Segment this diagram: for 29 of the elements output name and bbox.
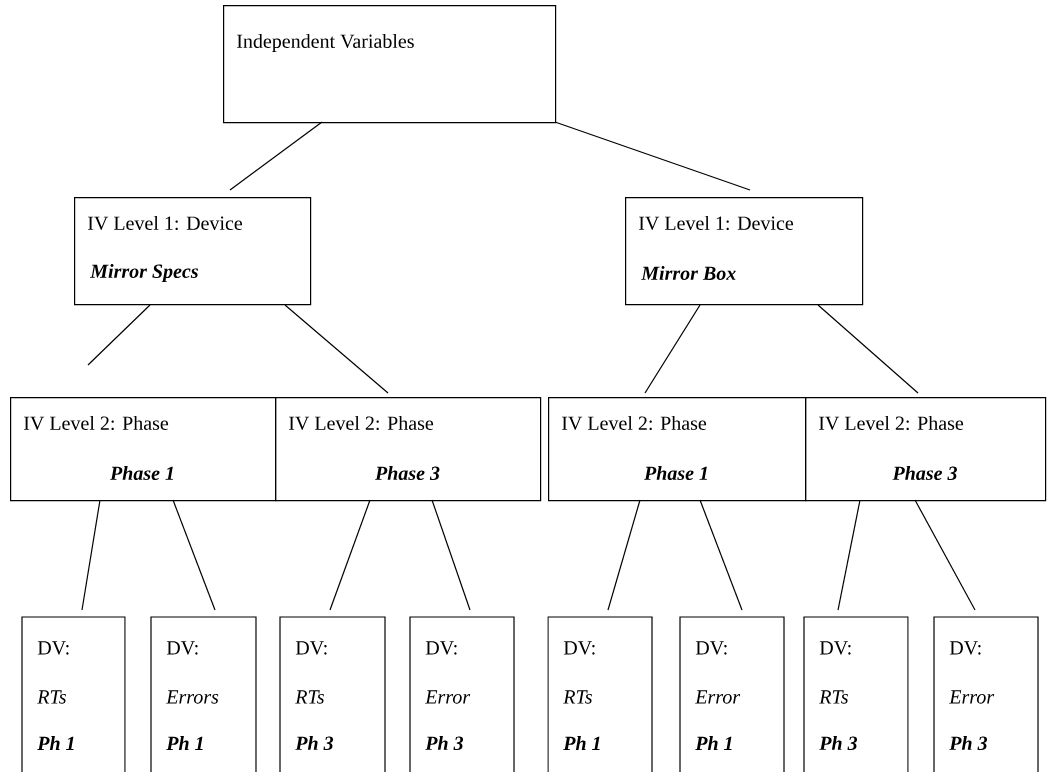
tree-box: IV Level 2: Phase Phase 1 xyxy=(10,397,277,502)
connector-line xyxy=(229,121,323,191)
connector-line xyxy=(554,121,751,191)
connector-line xyxy=(431,499,471,611)
tree-box: IV Level 1: Device Mirror Box xyxy=(625,197,864,306)
tree-box: Independent Variables xyxy=(223,5,557,124)
leaf-box: DV: RTs Ph 1 xyxy=(547,616,653,772)
leaf-box: DV: Error Ph 1 xyxy=(679,616,785,772)
tree-box: IV Level 2: Phase Phase 3 xyxy=(275,397,542,502)
tree-box: IV Level 1: Device Mirror Specs xyxy=(74,197,312,306)
connector-line xyxy=(87,304,151,366)
connector-line xyxy=(284,304,389,394)
connector-line xyxy=(81,499,101,611)
connector-line xyxy=(644,304,701,394)
leaf-box: DV: Error Ph 3 xyxy=(933,616,1039,772)
tree-box: IV Level 2: Phase Phase 3 xyxy=(805,397,1047,502)
connector-line xyxy=(817,304,919,394)
connector-line xyxy=(837,499,861,611)
tree-box: IV Level 2: Phase Phase 1 xyxy=(548,397,807,502)
connector-line xyxy=(329,499,371,611)
connector-line xyxy=(699,499,743,611)
leaf-box: DV: RTs Ph 1 xyxy=(21,616,126,772)
leaf-box: DV: RTs Ph 3 xyxy=(803,616,909,772)
connector-line xyxy=(607,499,641,611)
leaf-box: DV: Error Ph 3 xyxy=(409,616,515,772)
connector-line xyxy=(914,499,976,611)
leaf-box: DV: RTs Ph 3 xyxy=(279,616,386,772)
connector-line xyxy=(172,499,216,611)
leaf-box: DV: Errors Ph 1 xyxy=(150,616,257,772)
